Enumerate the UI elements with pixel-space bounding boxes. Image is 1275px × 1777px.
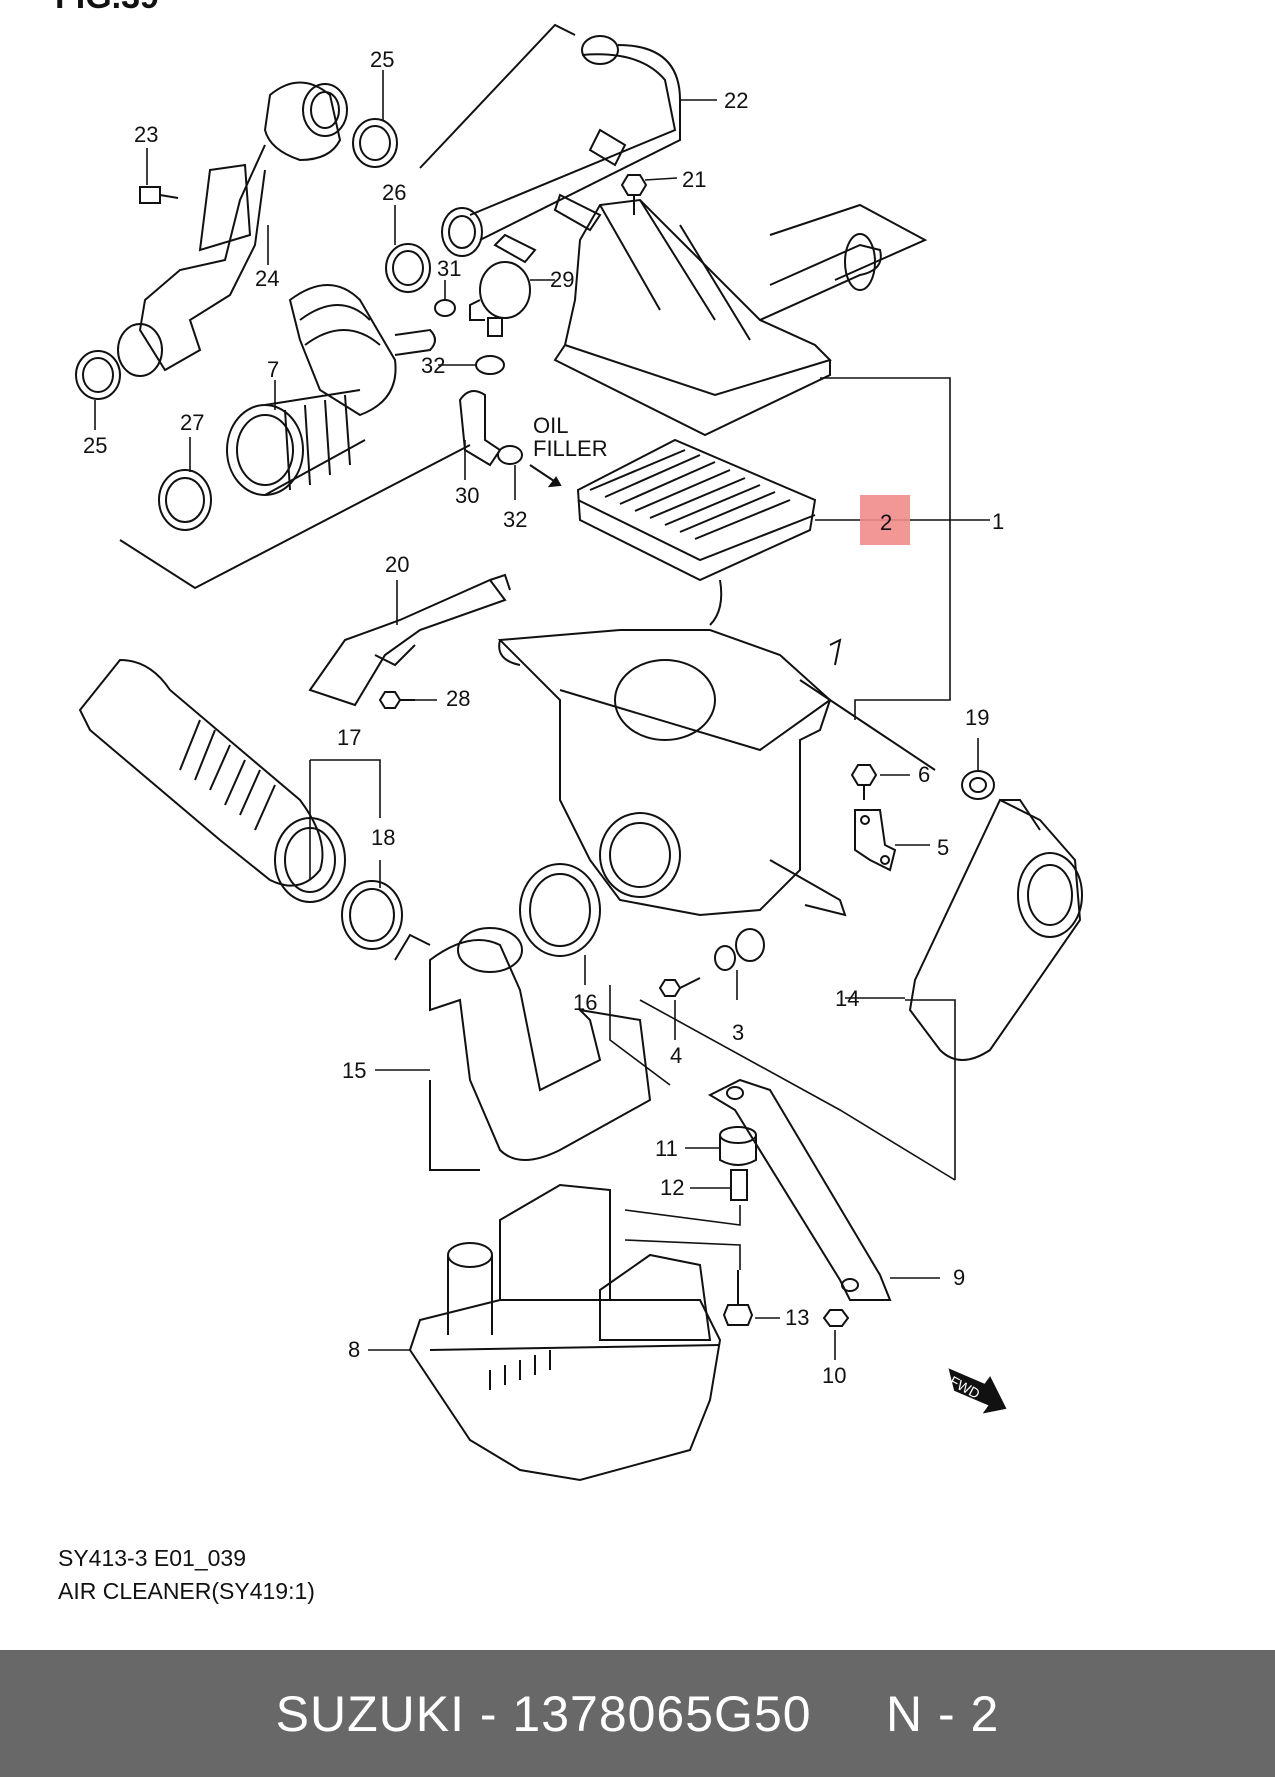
part-number-27: 27 (180, 410, 204, 435)
part-number-11: 11 (655, 1136, 678, 1161)
part-number-7: 7 (267, 357, 279, 382)
part-number-25-top: 25 (370, 47, 394, 72)
part-number-9: 9 (953, 1265, 965, 1290)
valve-29 (469, 261, 531, 337)
figure-header: FIG.39 (55, 0, 159, 16)
cushion-11 (719, 1126, 757, 1166)
bolt-4 (658, 977, 701, 997)
part-number-18: 18 (371, 825, 395, 850)
part-number-28: 28 (446, 686, 470, 711)
fwd-arrow: FWD (947, 1368, 1007, 1414)
seal-16 (519, 863, 601, 957)
part-number-16: 16 (573, 990, 597, 1015)
clamp-25-top (352, 118, 398, 168)
part-number-13: 13 (785, 1305, 809, 1330)
clamp-27 (158, 469, 212, 531)
part-2-highlight (860, 495, 910, 545)
duct-17 (78, 658, 346, 903)
bolt-21 (620, 174, 648, 215)
part-number-21: 21 (682, 167, 706, 192)
part-number-22: 22 (724, 88, 748, 113)
part-number-3: 3 (732, 1020, 744, 1045)
figure-code: SY413-3 E01_039 (58, 1545, 246, 1571)
part-number-25-left: 25 (83, 433, 107, 458)
part-number-20: 20 (385, 552, 409, 577)
case-upper (553, 198, 928, 437)
oil-filler-label-line2: FILLER (533, 436, 608, 461)
footer-bar: SUZUKI - 1378065G50 N - 2 (0, 1650, 1275, 1777)
leader-lines (94, 70, 990, 1360)
assembly-outline-top (419, 23, 576, 169)
part-number-15: 15 (342, 1058, 366, 1083)
bolt-13 (722, 1270, 754, 1326)
part-number-2[interactable]: 2 (880, 510, 892, 535)
assembly-outline-left (119, 444, 471, 590)
part-number-10: 10 (822, 1363, 846, 1388)
resonator-8 (408, 1183, 722, 1482)
hose-30 (458, 390, 502, 467)
part-number-6: 6 (918, 762, 930, 787)
grommet-3 (714, 928, 765, 971)
part-number-30: 30 (455, 483, 479, 508)
clamp-26 (385, 243, 431, 293)
stay-9 (707, 1078, 892, 1301)
part-number-19: 19 (965, 705, 989, 730)
clamp-32-top (475, 355, 505, 375)
part-number-14: 14 (835, 986, 859, 1011)
part-number-32-top: 32 (421, 353, 445, 378)
figure-title: AIR CLEANER(SY419:1) (58, 1578, 315, 1604)
part-number-17: 17 (337, 725, 361, 750)
bolt-28 (378, 691, 415, 709)
pipe-22 (441, 35, 681, 264)
part-number-12: 12 (660, 1175, 684, 1200)
bolt-6 (850, 764, 878, 800)
part-number-32-bottom: 32 (503, 507, 527, 532)
resonator-7 (226, 284, 436, 496)
collar-12 (730, 1169, 748, 1201)
part-number-29: 29 (550, 267, 574, 292)
part-number-8: 8 (348, 1337, 360, 1362)
part-number-24: 24 (255, 266, 279, 291)
oil-filler-arrow (529, 464, 562, 488)
hose-24 (117, 81, 348, 377)
duct-15 (394, 927, 652, 1171)
clamp-23 (139, 186, 179, 204)
clamp-32-bottom (497, 445, 523, 465)
clamp-25-left (75, 350, 121, 400)
part-number-5: 5 (937, 835, 949, 860)
part-number-26: 26 (382, 180, 406, 205)
bracket-20 (308, 573, 511, 707)
duct-14 (908, 798, 1083, 1061)
clamp-31 (434, 299, 456, 317)
part-number-4: 4 (670, 1043, 682, 1068)
case-lower (497, 629, 936, 917)
parts-diagram: FIG.39 (55, 0, 1083, 1482)
footer-part-info: SUZUKI - 1378065G50 N - 2 (275, 1685, 1000, 1742)
clamp-18 (341, 880, 403, 950)
part-number-31: 31 (437, 256, 461, 281)
grommet-19 (961, 770, 995, 800)
part-number-1: 1 (992, 509, 1004, 534)
part-number-23: 23 (134, 122, 158, 147)
bracket-5 (854, 809, 897, 872)
filter-element (576, 438, 817, 626)
bolt-10 (822, 1309, 850, 1327)
oil-filler-label-line1: OIL (533, 413, 568, 438)
